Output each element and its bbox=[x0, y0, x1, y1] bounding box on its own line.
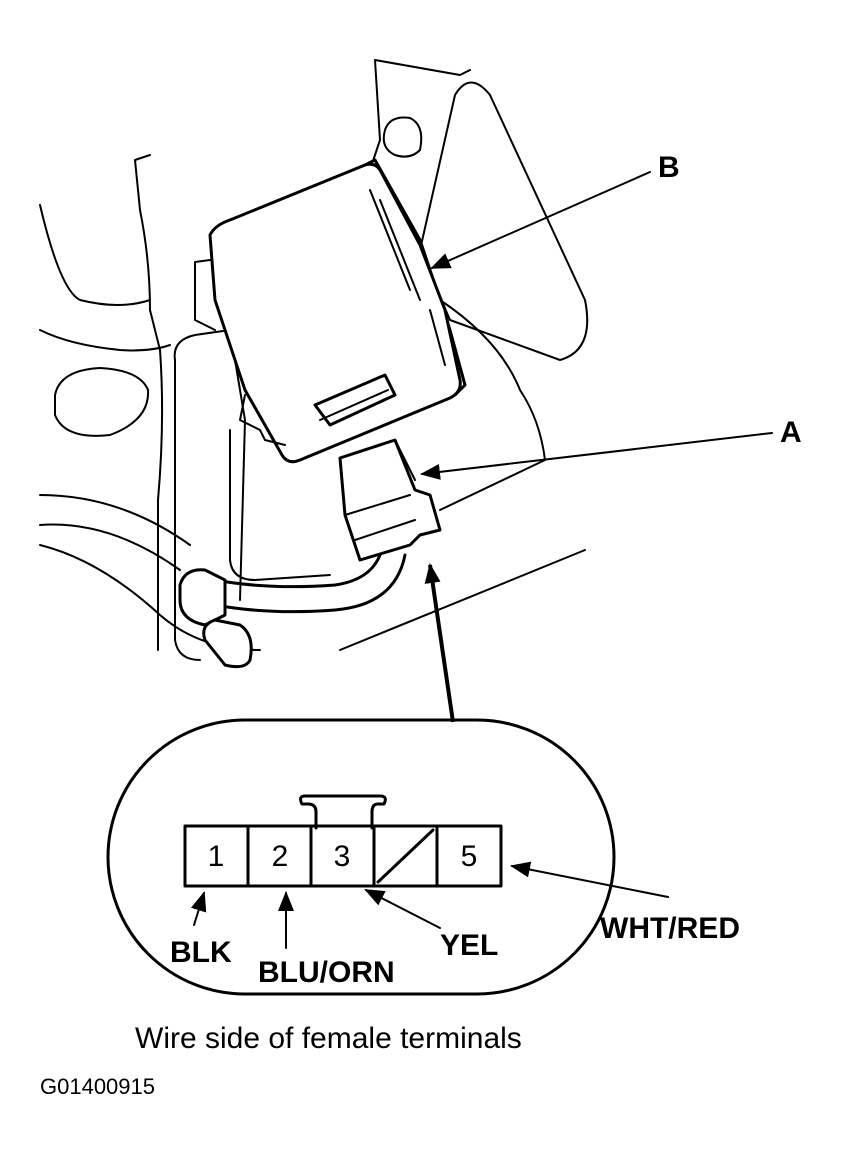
connector-face: 1 2 3 5 bbox=[183, 824, 503, 888]
floor-line bbox=[339, 549, 586, 651]
body-panel-outline bbox=[369, 59, 471, 171]
wire-blk-label: BLK bbox=[170, 936, 232, 969]
pin-1-number: 1 bbox=[208, 840, 225, 873]
connector-a-detail bbox=[344, 439, 416, 541]
pin-2-number: 2 bbox=[272, 840, 289, 873]
callout-b-label: B bbox=[658, 151, 680, 184]
wire-whtred-leader bbox=[510, 861, 669, 898]
detail-oval bbox=[106, 718, 616, 996]
connector-a-body bbox=[338, 438, 442, 562]
unit-left-tab bbox=[194, 259, 216, 331]
pin-5-number: 5 bbox=[461, 840, 478, 873]
triangular-bracket bbox=[419, 81, 589, 361]
harness-outer-left bbox=[39, 494, 191, 571]
connector-face-outline bbox=[183, 824, 503, 888]
wire-yel-leader bbox=[364, 889, 441, 929]
detail-view-pointer bbox=[424, 563, 455, 723]
mounting-hole-upper bbox=[382, 116, 423, 158]
left-pillar bbox=[134, 154, 164, 651]
wire-whtred-label: WHT/RED bbox=[600, 912, 740, 945]
left-lower-curve bbox=[39, 329, 171, 352]
control-unit-b bbox=[194, 158, 467, 464]
wire-blk-leader bbox=[190, 891, 207, 926]
unit-front-face bbox=[208, 162, 462, 464]
detail-caption: Wire side of female terminals bbox=[135, 1022, 522, 1055]
bracket-inner bbox=[229, 429, 331, 581]
vehicle-structure bbox=[39, 59, 589, 661]
callout-a-label: A bbox=[780, 416, 802, 449]
connector-lock-tab bbox=[299, 794, 387, 830]
wire-harness bbox=[178, 553, 407, 669]
connector-a bbox=[338, 438, 442, 562]
wire-yel-label: YEL bbox=[440, 929, 498, 962]
left-curve bbox=[39, 204, 151, 306]
connector-face-detail: 1 2 3 5 BLK BLU/ORN YEL WHT/RED bbox=[106, 718, 740, 996]
mounting-hole-left bbox=[54, 367, 150, 437]
pin-3-number: 3 bbox=[334, 840, 351, 873]
callout-a-leader bbox=[420, 432, 773, 480]
unit-socket-inner bbox=[319, 389, 389, 421]
harness-wire-lower bbox=[213, 553, 407, 614]
harness-clamp bbox=[202, 618, 253, 669]
pin-4-blank-slash bbox=[376, 828, 435, 884]
unit-side-detail bbox=[369, 189, 446, 366]
callout-b-leader bbox=[430, 171, 651, 269]
figure-code: G01400915 bbox=[40, 1074, 155, 1099]
unit-bottom-tab bbox=[239, 394, 286, 446]
harness-grommet bbox=[178, 568, 227, 627]
diagonal-line-right bbox=[439, 299, 546, 511]
harness-wire-upper bbox=[213, 553, 382, 589]
wire-bluorn-label: BLU/ORN bbox=[258, 956, 395, 989]
